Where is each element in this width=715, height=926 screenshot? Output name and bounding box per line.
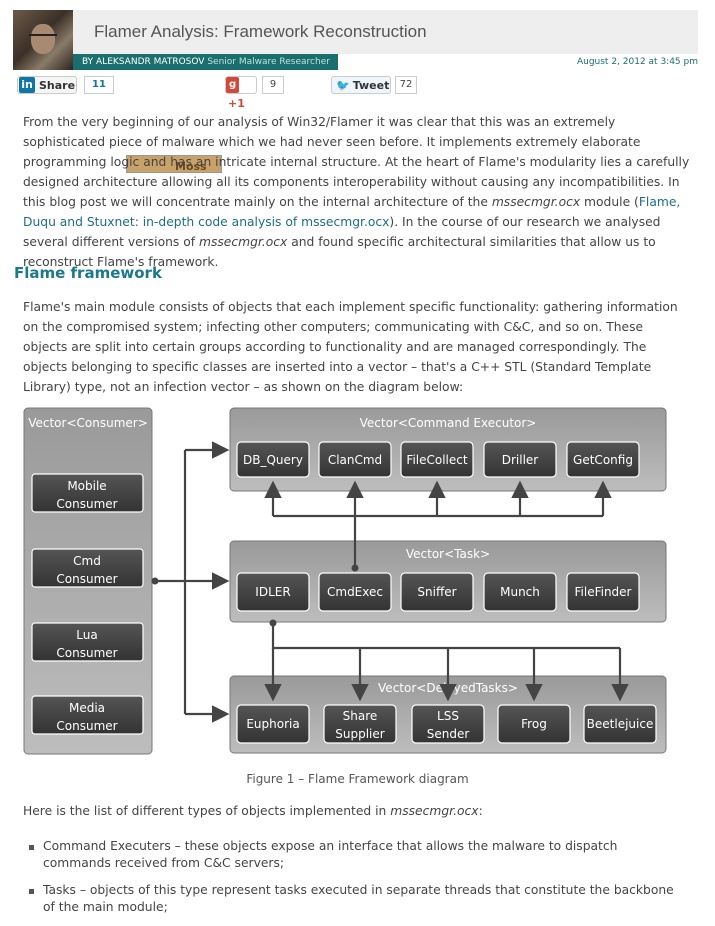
command-box-filecollect [400,441,474,478]
command-panel-title: Vector<Command Executor> [360,416,537,430]
task-box-munch [483,572,557,612]
command-box-getconfig [566,441,640,478]
gplus-label: +1 [228,97,245,110]
task-label-cmdexec: CmdExec [327,585,383,599]
intro-paragraph: From the very beginning of our analysis … [23,112,691,272]
intro-text-4: and found specific architectural similar… [23,235,656,269]
consumer-panel-title: Vector<Consumer> [28,416,148,430]
author-name[interactable]: BY ALEKSANDR MATROSOV [82,57,205,67]
delayed-box-lss-sender [411,704,485,744]
task-label-munch: Munch [500,585,540,599]
command-label-clancmd: ClanCmd [328,453,382,467]
list-item: Command Executers – these objects expose… [27,838,687,872]
delayed-label-frog: Frog [521,717,547,731]
command-box-clancmd [318,441,392,478]
task-boxes: IDLER CmdExec Sniffer Munch FileFinder [236,572,640,612]
share-row: in Share 11 Moss g +1 9 🐦Tweet 72 [0,76,715,173]
post-date: August 2, 2012 at 3:45 pm [576,57,698,67]
avatar-glasses [29,34,57,41]
consumer-bus-dot [151,577,159,585]
delayed-box-euphoria [236,704,310,744]
idler-dot [269,619,277,627]
delayed-label-euphoria: Euphoria [246,717,299,731]
gplus-button[interactable]: g +1 [225,76,257,110]
section-paragraph: Flame's main module consists of objects … [23,300,678,394]
list-intro-end: : [478,804,483,818]
task-box-idler [236,572,310,612]
consumer-box-mobile [31,473,144,513]
consumer-box-lua [31,622,144,662]
module-name-2: mssecmgr.ocx [198,235,288,249]
tweet-label: Tweet [352,79,390,92]
module-name: mssecmgr.ocx [491,195,581,209]
delayed-label-beetlejuice: Beetlejuice [587,717,654,731]
task-label-sniffer: Sniffer [417,585,456,599]
task-box-filefinder [566,572,640,612]
task-label-filefinder: FileFinder [575,585,632,599]
tweet-button[interactable]: 🐦Tweet [331,76,391,94]
command-label-getconfig: GetConfig [573,453,633,467]
linkedin-share-button[interactable]: in Share [17,76,77,94]
post-title[interactable]: Flamer Analysis: Framework Reconstructio… [94,22,427,41]
task-panel-title: Vector<Task> [406,547,490,561]
delayed-box-share-supplier [323,704,397,744]
intro-text-1: From the very beginning of our analysis … [23,115,690,209]
idler-bus [271,623,620,650]
linkedin-count: 11 [84,76,114,94]
cmdexec-dot [351,564,359,572]
gplus-count: 9 [262,76,284,94]
command-label-db-query: DB_Query [243,453,303,467]
intro-text-2: module ( [580,195,639,209]
command-label-filecollect: FileCollect [406,453,467,467]
section-heading: Flame framework [14,264,162,282]
tweet-count: 72 [395,76,417,94]
linkedin-label: Share [39,79,76,92]
task-box-cmdexec [318,572,392,612]
gplus-icon: g [226,77,240,93]
list-intro: Here is the list of different types of o… [23,801,691,821]
command-boxes: DB_Query ClanCmd FileCollect Driller Get… [236,441,640,478]
list-intro-text: Here is the list of different types of o… [23,804,391,818]
list-intro-module: mssecmgr.ocx [390,804,479,818]
author-bar: BY ALEKSANDR MATROSOV Senior Malware Res… [73,54,338,70]
consumer-box-cmd [31,548,144,588]
connectors [152,441,629,723]
promo-banner[interactable]: Moss [126,155,222,173]
command-label-driller: Driller [502,453,539,467]
command-box-db-query [236,441,310,478]
title-bar [73,10,698,54]
intro-text-3: ). In the course of our research we anal… [23,215,661,249]
author-role: Senior Malware Researcher [207,57,330,67]
list-item: Tasks – objects of this type represent t… [27,882,687,916]
analysis-link[interactable]: Flame, Duqu and Stuxnet: in-depth code a… [23,195,681,229]
command-box-driller [483,441,557,478]
linkedin-icon: in [19,77,35,93]
delayed-box-frog [497,704,571,744]
object-types-list: Command Executers – these objects expose… [27,838,687,926]
delayed-box-beetlejuice [583,704,657,744]
avatar-face [31,24,55,54]
twitter-bird-icon: 🐦 [336,79,350,92]
consumer-box-media [31,695,144,735]
author-avatar [13,10,73,70]
task-box-sniffer [400,572,474,612]
task-label-idler: IDLER [255,585,290,599]
figure-caption: Figure 1 – Flame Framework diagram [246,772,469,786]
